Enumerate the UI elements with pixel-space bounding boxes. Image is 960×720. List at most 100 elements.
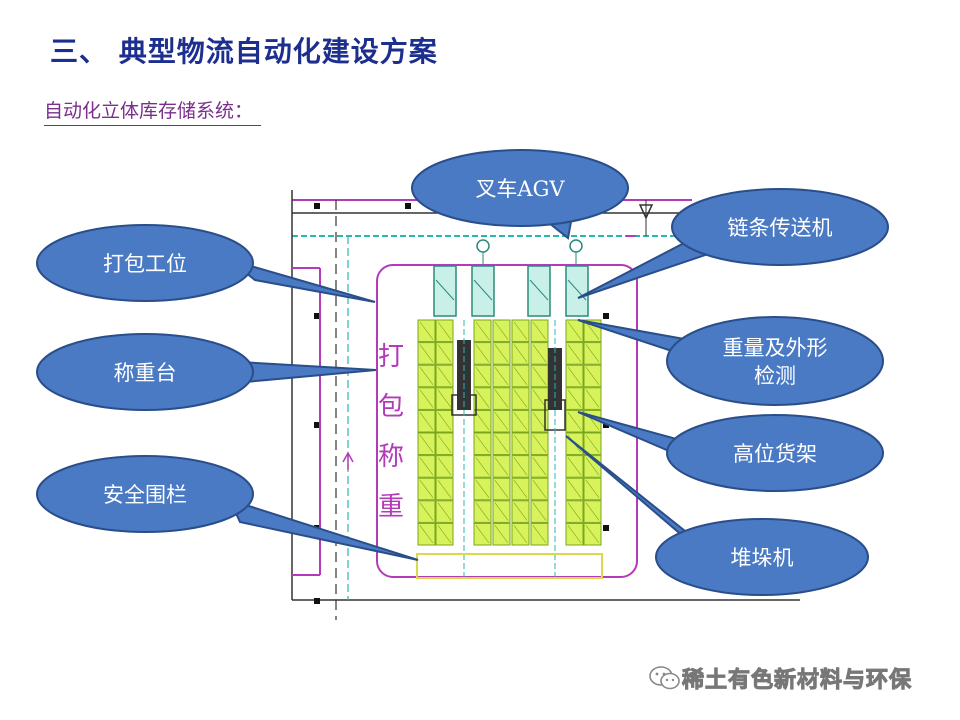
rack-cell-mark: [532, 344, 547, 363]
rack-cell-mark: [419, 367, 434, 385]
callout-fence-text: 安全围栏: [103, 483, 187, 507]
rack-cell-mark: [585, 367, 600, 385]
rack-cell-mark: [475, 480, 490, 498]
callout-inspection-line2: 检测: [754, 364, 796, 388]
callout-rack: 高位货架: [577, 411, 884, 492]
rack-cell-mark: [437, 480, 452, 498]
rack-cell-mark: [567, 412, 582, 431]
rack-cell-mark: [513, 367, 528, 385]
rack-cell-mark: [437, 525, 452, 544]
rack-cell-mark: [419, 344, 434, 363]
rack-cell-mark: [494, 502, 509, 521]
rack-cell-mark: [494, 434, 509, 453]
rack-cell-mark: [475, 525, 490, 544]
rack-cell-mark: [419, 480, 434, 498]
callout-agv: 叉车AGV: [411, 149, 629, 240]
rack-cell-mark: [419, 389, 434, 408]
rack-cell-mark: [567, 480, 582, 498]
conveyors: [433, 239, 589, 317]
callout-agv-text: 叉车AGV: [475, 177, 565, 201]
callout-stacker: 堆垛机: [565, 435, 869, 596]
drawing-label-char-4: 重: [378, 492, 404, 522]
rack-cell-mark: [567, 321, 582, 340]
rack-cell-mark: [513, 502, 528, 521]
stacker-cranes: [451, 320, 566, 580]
rack-cell-mark: [494, 321, 509, 340]
rack-cell-mark: [437, 434, 452, 453]
rack-cell-mark: [494, 367, 509, 385]
rack-cell-mark: [419, 434, 434, 453]
watermark-label: 稀土有色新材料与环保: [681, 668, 913, 694]
rack-cell-mark: [513, 457, 528, 476]
rack-cell-mark: [437, 502, 452, 521]
rack-cell-mark: [419, 457, 434, 476]
callout-packing: 打包工位: [36, 224, 376, 303]
rack-cell-mark: [585, 502, 600, 521]
rack-cell-mark: [419, 412, 434, 431]
rack-cell-mark: [475, 457, 490, 476]
rack-cell-mark: [585, 344, 600, 363]
rack-cell-mark: [494, 480, 509, 498]
rack-cell-mark: [513, 412, 528, 431]
rack-cell-mark: [532, 525, 547, 544]
rack-cell-mark: [532, 480, 547, 498]
rack-cell-mark: [513, 344, 528, 363]
callout-fence: 安全围栏: [36, 455, 419, 561]
rack-cell-mark: [494, 457, 509, 476]
rack-cell-mark: [437, 367, 452, 385]
callout-rack-text: 高位货架: [733, 442, 817, 466]
rack-cell-mark: [585, 434, 600, 453]
wechat-icon: [649, 666, 680, 690]
callout-scale: 称重台: [36, 333, 377, 411]
rack-cell-mark: [532, 502, 547, 521]
rack-cell-mark: [567, 389, 582, 408]
rack-cell-mark: [494, 412, 509, 431]
rack-cell-mark: [437, 457, 452, 476]
slide-title: 三、 典型物流自动化建设方案: [50, 35, 438, 68]
rack-cell-mark: [585, 321, 600, 340]
rack-cell-mark: [585, 525, 600, 544]
rack-cell-mark: [475, 367, 490, 385]
rack-cell-mark: [475, 321, 490, 340]
left-guides: [335, 200, 354, 620]
rack-cell-mark: [419, 321, 434, 340]
rack-cell-mark: [567, 457, 582, 476]
rack-cell-mark: [494, 389, 509, 408]
rack-cell-mark: [532, 321, 547, 340]
drawing-label-char-1: 打: [378, 342, 404, 372]
rack-cell-mark: [475, 344, 490, 363]
rack-cell-mark: [513, 321, 528, 340]
rack-cell-mark: [585, 457, 600, 476]
section-subtitle: 自动化立体库存储系统：: [44, 96, 262, 126]
rack-cell-mark: [475, 412, 490, 431]
rack-cell-mark: [585, 480, 600, 498]
rack-cell-mark: [532, 412, 547, 431]
rack-cell-mark: [532, 457, 547, 476]
rack-cell-mark: [513, 389, 528, 408]
rack-cell-mark: [513, 480, 528, 498]
rack-cell-mark: [494, 525, 509, 544]
rack-cell-mark: [437, 389, 452, 408]
rack-cell-mark: [437, 412, 452, 431]
callout-stacker-text: 堆垛机: [731, 546, 794, 570]
rack-grid: [417, 319, 602, 546]
rack-cell-mark: [437, 344, 452, 363]
callout-conveyor: 链条传送机: [577, 188, 889, 299]
rack-cell-mark: [567, 525, 582, 544]
rack-cell-mark: [513, 434, 528, 453]
drawing-label-char-2: 包: [378, 392, 404, 422]
rack-cell-mark: [475, 502, 490, 521]
rack-cell-mark: [475, 389, 490, 408]
watermark: 稀土有色新材料与环保: [648, 662, 912, 694]
callout-scale-text: 称重台: [114, 361, 177, 385]
drawing-label-char-3: 称: [378, 442, 404, 472]
rack-cell-mark: [567, 344, 582, 363]
rack-cell-mark: [532, 389, 547, 408]
callout-inspection: 重量及外形 检测: [577, 316, 884, 406]
rack-cell-mark: [513, 525, 528, 544]
callout-packing-text: 打包工位: [103, 252, 187, 276]
callout-conveyor-text: 链条传送机: [728, 216, 833, 240]
rack-cell-mark: [567, 502, 582, 521]
rack-cell-mark: [532, 367, 547, 385]
